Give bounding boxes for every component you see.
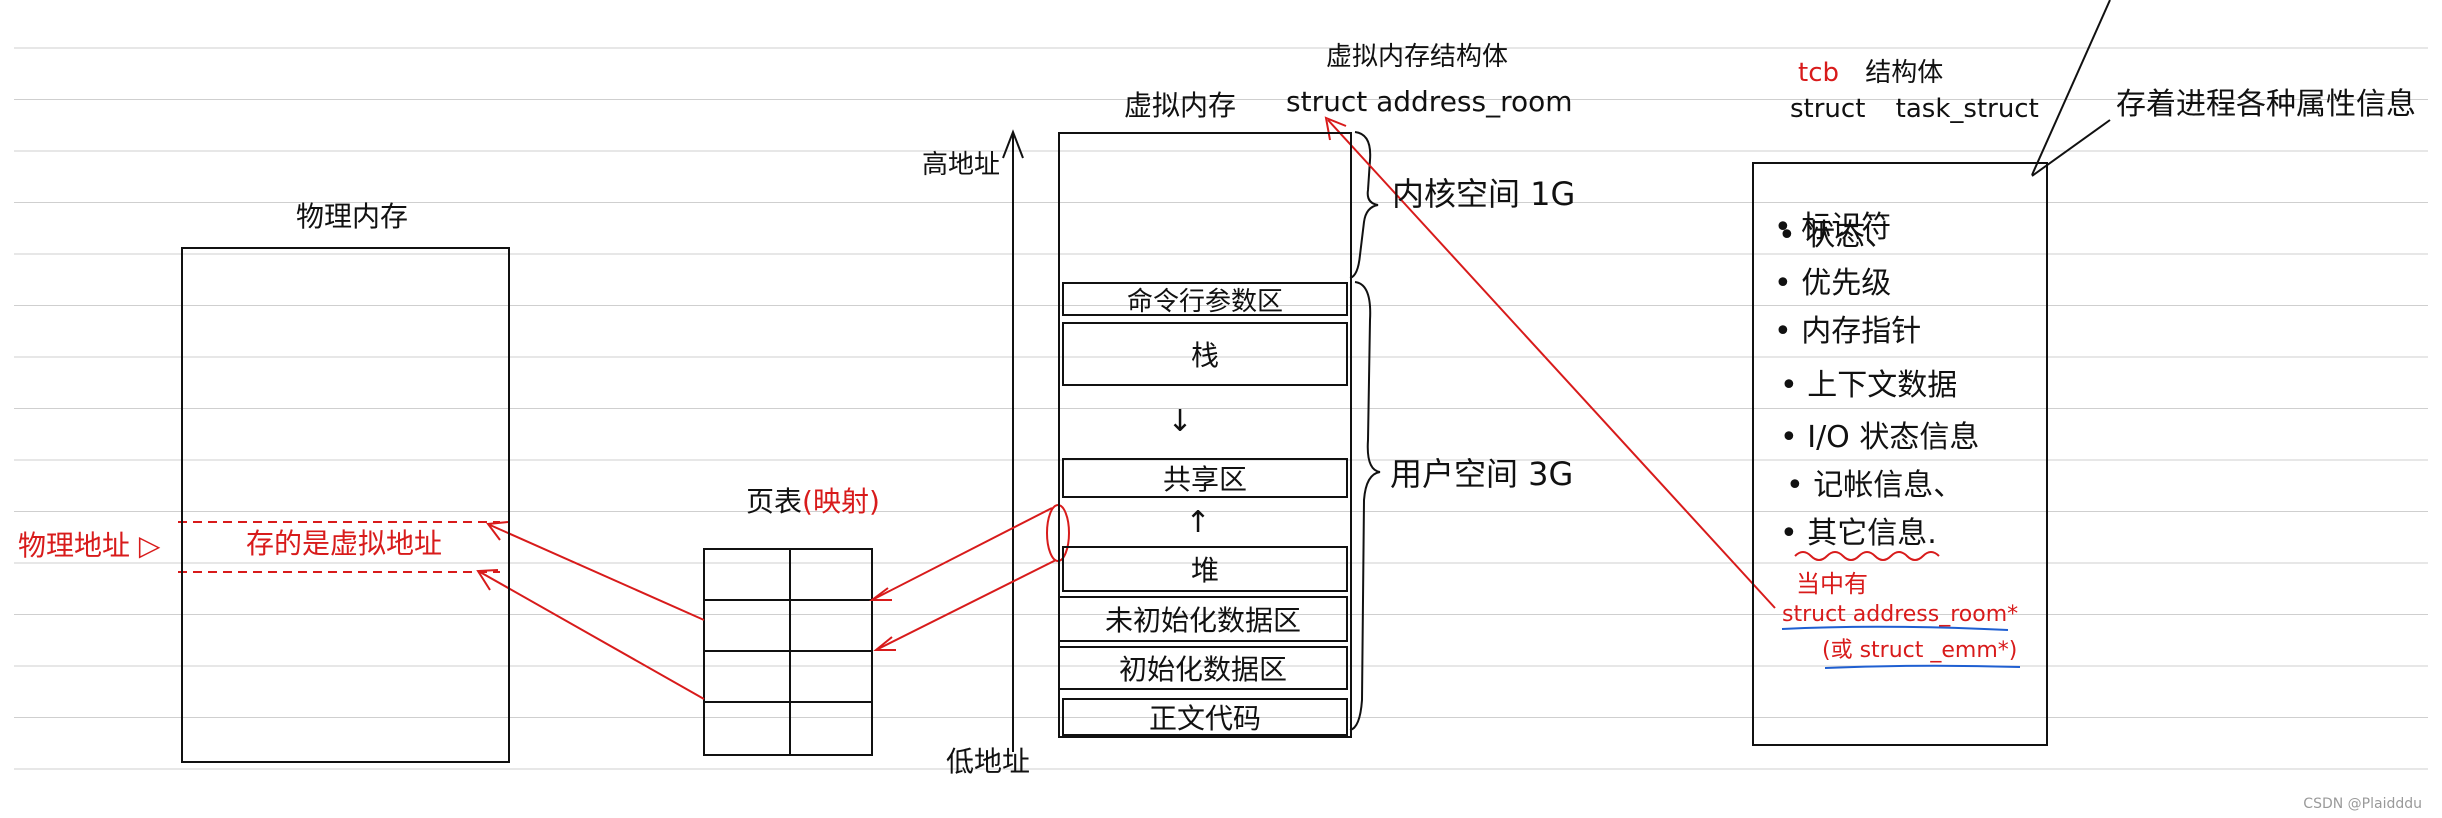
mapped-region-label: 存的是虚拟地址 [246, 527, 443, 560]
page-table-mapping-text: (映射) [802, 485, 880, 518]
page-table-title: 页表(映射) [746, 488, 880, 516]
tcb-item-accounting: • 记帐信息、 [1786, 468, 1964, 503]
blue-underlines [1781, 625, 2021, 669]
segment-shared: 共享区 [1062, 458, 1348, 498]
watermark: CSDN @Plaidddu [2303, 796, 2422, 812]
tcb-title-tcb: tcb [1798, 58, 1839, 88]
page-table-title-text: 页表 [746, 485, 803, 518]
tcb-note: 存着进程各种属性信息 [2116, 87, 2416, 122]
virtual-memory-title: 虚拟内存 [1124, 89, 1237, 122]
tcb-item-context: • 上下文数据 [1780, 368, 1958, 403]
tcb-contains-label: 当中有 [1796, 570, 1868, 598]
tcb-item-identifier: • 标识符 [1774, 210, 1892, 245]
heap-grow-arrow: ↑ [1185, 504, 1211, 540]
kernel-space-brace [1349, 131, 1379, 279]
physical-memory-title: 物理内存 [296, 200, 409, 233]
tcb-title-struct: 结构体 [1865, 58, 1944, 88]
physical-address-label: 物理地址 ▷ [18, 529, 161, 562]
segment-cmdline-env: 命令行参数区 [1062, 282, 1348, 317]
segment-heap: 堆 [1062, 546, 1348, 592]
task-struct-box [1752, 162, 2048, 746]
tcb-item-memory-pointer: • 内存指针 [1774, 314, 1922, 349]
high-address-label: 高地址 [922, 150, 1001, 180]
tcb-item-io-state: • I/O 状态信息 [1780, 420, 1980, 455]
tcb-contains-alt: (或 struct _emm*) [1822, 638, 2018, 663]
virtual-memory-box [1058, 132, 1352, 738]
mapped-region [178, 521, 500, 573]
page-table-grid [703, 548, 873, 756]
tcb-item-other: • 其它信息. [1780, 516, 1937, 551]
user-space-brace [1349, 281, 1381, 731]
mm-struct-name: struct address_room [1286, 85, 1573, 118]
tcb-contains-struct: struct address_room* [1782, 602, 2019, 627]
physical-memory-box [181, 247, 510, 763]
task-struct-name: struct task_struct [1790, 94, 2039, 124]
low-address-label: 低地址 [946, 745, 1031, 778]
mapping-arrows-pt-to-pm [476, 521, 705, 700]
segment-data: 初始化数据区 [1058, 646, 1348, 690]
ruled-lines [14, 47, 2428, 770]
wavy-underline [1794, 551, 1940, 561]
stack-grow-arrow: ↓ [1167, 403, 1193, 439]
mapping-arrows-vm-to-pt [869, 507, 1057, 651]
segment-bss: 未初始化数据区 [1058, 596, 1348, 642]
tcb-item-priority: • 优先级 [1774, 266, 1892, 301]
tcb-item-state: • 状态、 [1778, 218, 1896, 253]
kernel-space-label: 内核空间 1G [1392, 175, 1576, 213]
user-space-label: 用户空间 3G [1390, 455, 1574, 493]
address-axis-arrow [1002, 129, 1024, 752]
tcb-title: tcb 结构体 [1798, 60, 1943, 86]
note-pointer-line [2031, 0, 2111, 176]
segment-text: 正文代码 [1062, 698, 1348, 736]
segment-stack: 栈 [1062, 322, 1348, 386]
mm-struct-header: 虚拟内存结构体 [1326, 42, 1509, 72]
